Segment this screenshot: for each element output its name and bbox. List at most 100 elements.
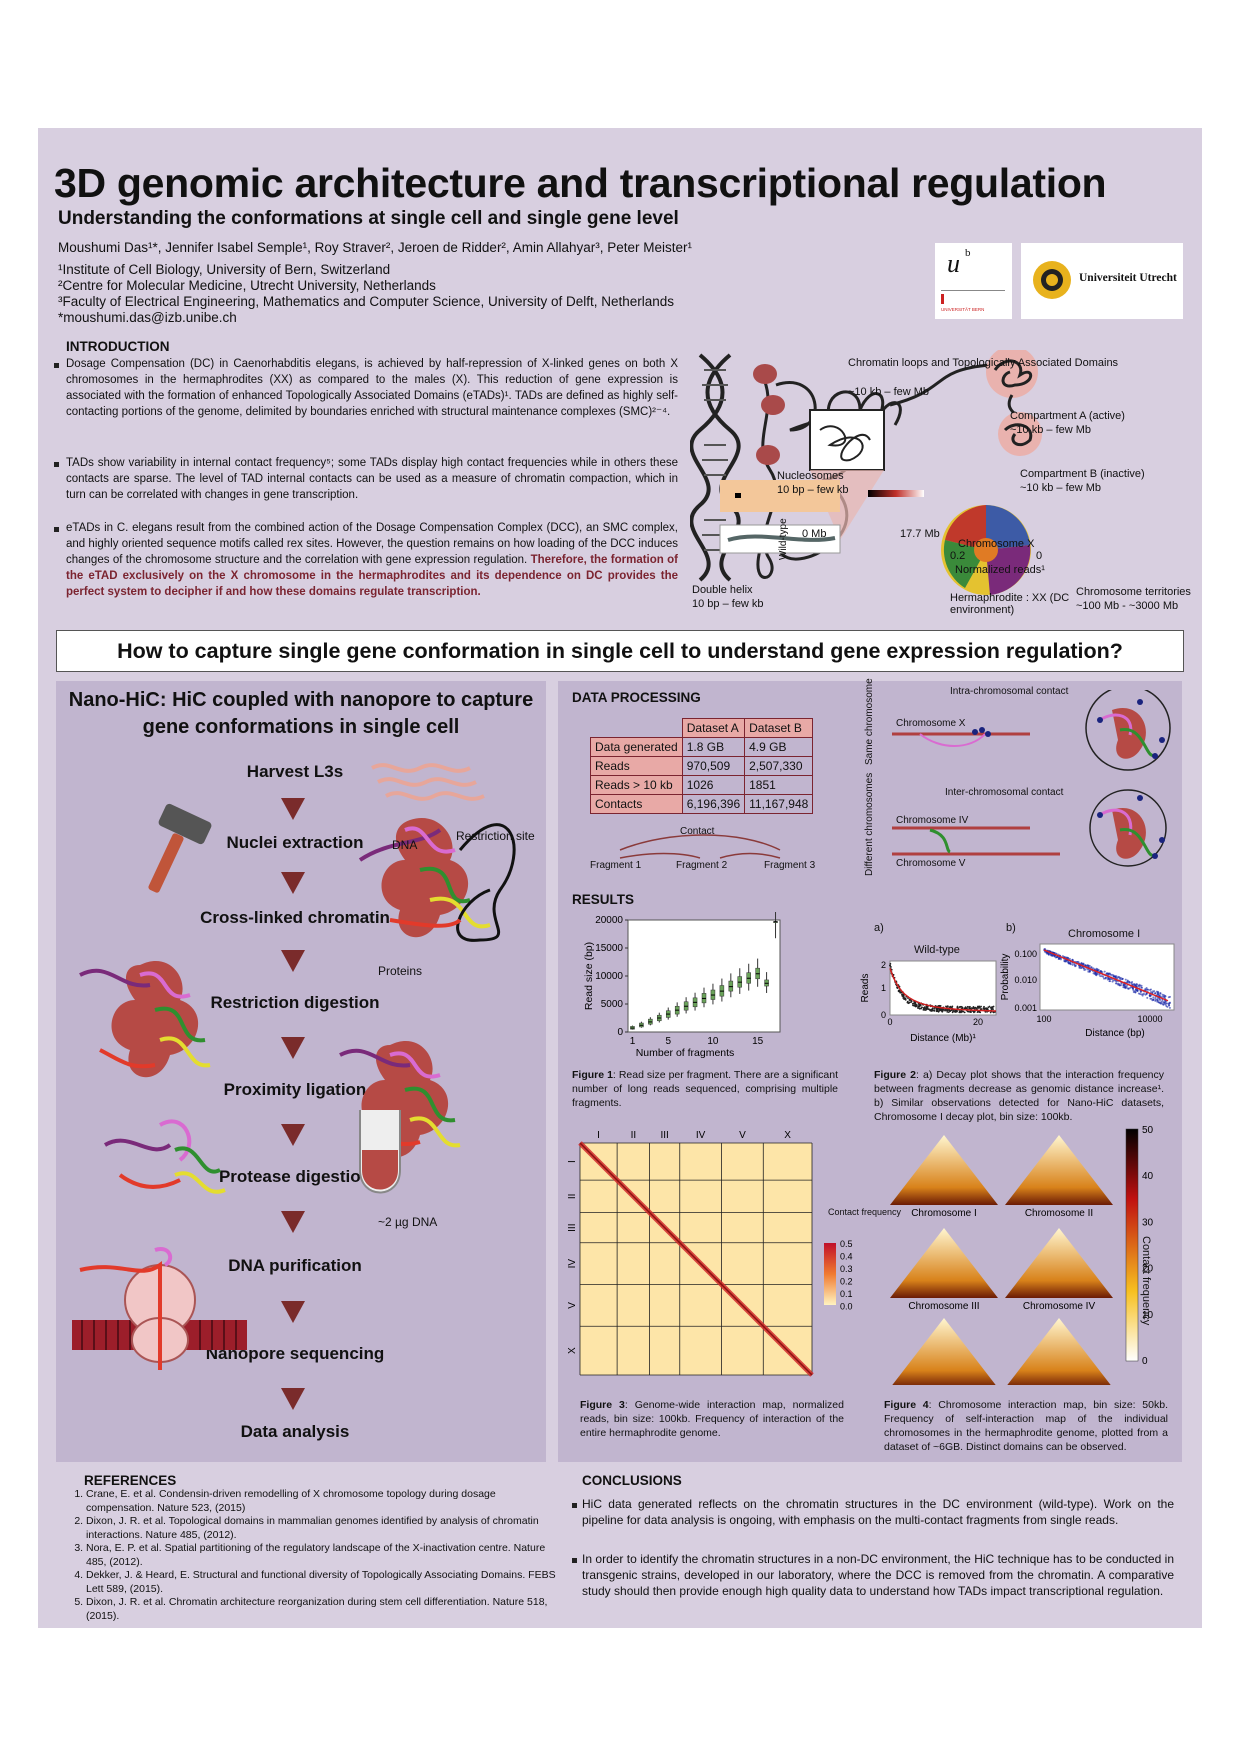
data-point [951, 1011, 954, 1014]
data-point [1073, 963, 1076, 966]
nano-hic-illustrations [72, 763, 516, 1370]
intra-contact-label: Intra-chromosomal contact [950, 686, 1069, 697]
chrom-map-label: Chromosome I [911, 1208, 977, 1219]
data-point [904, 999, 907, 1001]
box [728, 980, 734, 992]
territories-size: ~100 Mb - ~3000 Mb [1076, 600, 1179, 612]
conclusions-paragraph-2: In order to identify the chromatin struc… [582, 1552, 1174, 1598]
data-point [1141, 994, 1144, 997]
chrom-label-side: II [567, 1194, 578, 1200]
data-point [1088, 964, 1091, 967]
intro-paragraph-3: eTADs in C. elegans result from the comb… [66, 522, 679, 598]
chromosome-iv-label: Chromosome IV [896, 815, 969, 826]
data-point [1164, 995, 1167, 998]
reference-item: Dixon, J. R. et al. Chromatin architectu… [86, 1596, 560, 1623]
data-point [958, 1011, 961, 1014]
nucleosomes-size: 10 bp – few kb [777, 484, 849, 496]
data-point [1063, 960, 1066, 963]
chrom-map-triangle [892, 1318, 996, 1385]
data-point [1047, 953, 1050, 956]
data-point [906, 1000, 909, 1003]
x-axis-label: Number of fragments [636, 1047, 735, 1059]
x-tick-label: 0 [887, 1017, 892, 1027]
data-point [1156, 999, 1159, 1002]
poster-subtitle: Understanding the conformations at singl… [58, 208, 679, 229]
x-tick-label: 1 [630, 1036, 636, 1047]
mb-start: 0 Mb [802, 528, 827, 540]
data-point [1110, 973, 1113, 976]
data-point [1086, 964, 1089, 967]
hermaphrodite-label: Hermaphrodite : XX (DC environment) [950, 592, 1070, 616]
data-point [1114, 975, 1117, 978]
digested-chromatin-icon [79, 960, 211, 1078]
diagonal-core [579, 1142, 813, 1376]
data-point [1161, 993, 1164, 996]
data-point [1071, 963, 1074, 966]
legend-tick: 0.1 [840, 1289, 853, 1299]
contact-email: *moushumi.das@izb.unibe.ch [58, 310, 237, 325]
chrom-label-top: X [784, 1130, 791, 1141]
figure-3-caption: Figure 3: Genome-wide interaction map, n… [580, 1399, 844, 1439]
double-helix-size: 10 bp – few kb [692, 598, 764, 610]
data-point [1121, 977, 1124, 980]
data-point [961, 1007, 963, 1009]
data-point [1067, 961, 1070, 964]
data-point [1118, 984, 1121, 987]
inter-contact-label: Inter-chromosomal contact [945, 787, 1064, 798]
references-list: Crane, E. et al. Condensin-driven remode… [66, 1488, 560, 1623]
step-nuclei: Nuclei extraction [226, 833, 364, 852]
down-arrow-icon [281, 798, 305, 820]
data-point [1142, 992, 1145, 995]
hammer-icon [148, 803, 212, 893]
chrom-map-label: Chromosome II [1025, 1208, 1093, 1219]
y-tick-label: 10000 [595, 971, 623, 982]
data-point [1126, 979, 1129, 982]
chrom-map-label: Chromosome IV [1023, 1301, 1096, 1312]
step-restriction: Restriction digestion [210, 993, 380, 1012]
legend-tick: 0.3 [840, 1264, 853, 1274]
contact-type-diagram [892, 690, 1171, 867]
nanopore-icon [72, 1247, 247, 1370]
data-point [1104, 976, 1107, 979]
contact-label: Contact [680, 826, 715, 837]
color-scale [1125, 1128, 1139, 1362]
chromosome-v-label: Chromosome V [896, 858, 966, 869]
data-point [1137, 984, 1140, 987]
data-point [1154, 998, 1157, 1001]
scale-low: 0 [1036, 550, 1043, 562]
data-point [1058, 957, 1061, 960]
data-point [1134, 988, 1137, 991]
data-point [1168, 1006, 1171, 1009]
data-point [913, 1004, 916, 1007]
data-point [1145, 992, 1148, 995]
loops-label: Chromatin loops and Topologically Associ… [848, 357, 1119, 369]
data-point [946, 1010, 949, 1013]
y-tick-label: 0 [617, 1027, 623, 1038]
reference-item: Crane, E. et al. Condensin-driven remode… [86, 1488, 560, 1515]
data-point [1136, 989, 1139, 992]
bern-logo: u b UNIVERSITÄT BERN [935, 243, 1012, 319]
step-protease: Protease digestion [218, 1167, 372, 1186]
data-point [1099, 975, 1102, 978]
chromatin-hierarchy-diagram [690, 350, 1042, 595]
data-point [966, 1010, 969, 1013]
compartment-b-label: Compartment B (inactive) [1020, 468, 1145, 480]
data-point [1107, 972, 1110, 975]
data-point [1124, 978, 1127, 981]
data-point [926, 1005, 929, 1008]
data-point [1075, 961, 1078, 964]
data-point [1083, 969, 1086, 972]
data-point [938, 1009, 941, 1012]
data-point [1115, 982, 1118, 985]
y-tick-label: 1 [881, 983, 886, 993]
scale-high: 0.2 [950, 550, 966, 562]
compartment-a-label: Compartment A (active) [1010, 410, 1125, 422]
data-point [1093, 971, 1096, 974]
data-point [1164, 1003, 1167, 1006]
legend-tick: 0.5 [840, 1239, 853, 1249]
data-point [1137, 992, 1140, 995]
chrom-label-side: IV [567, 1259, 578, 1269]
figure-1-caption: Figure 1: Read size per fragment. There … [572, 1069, 838, 1109]
